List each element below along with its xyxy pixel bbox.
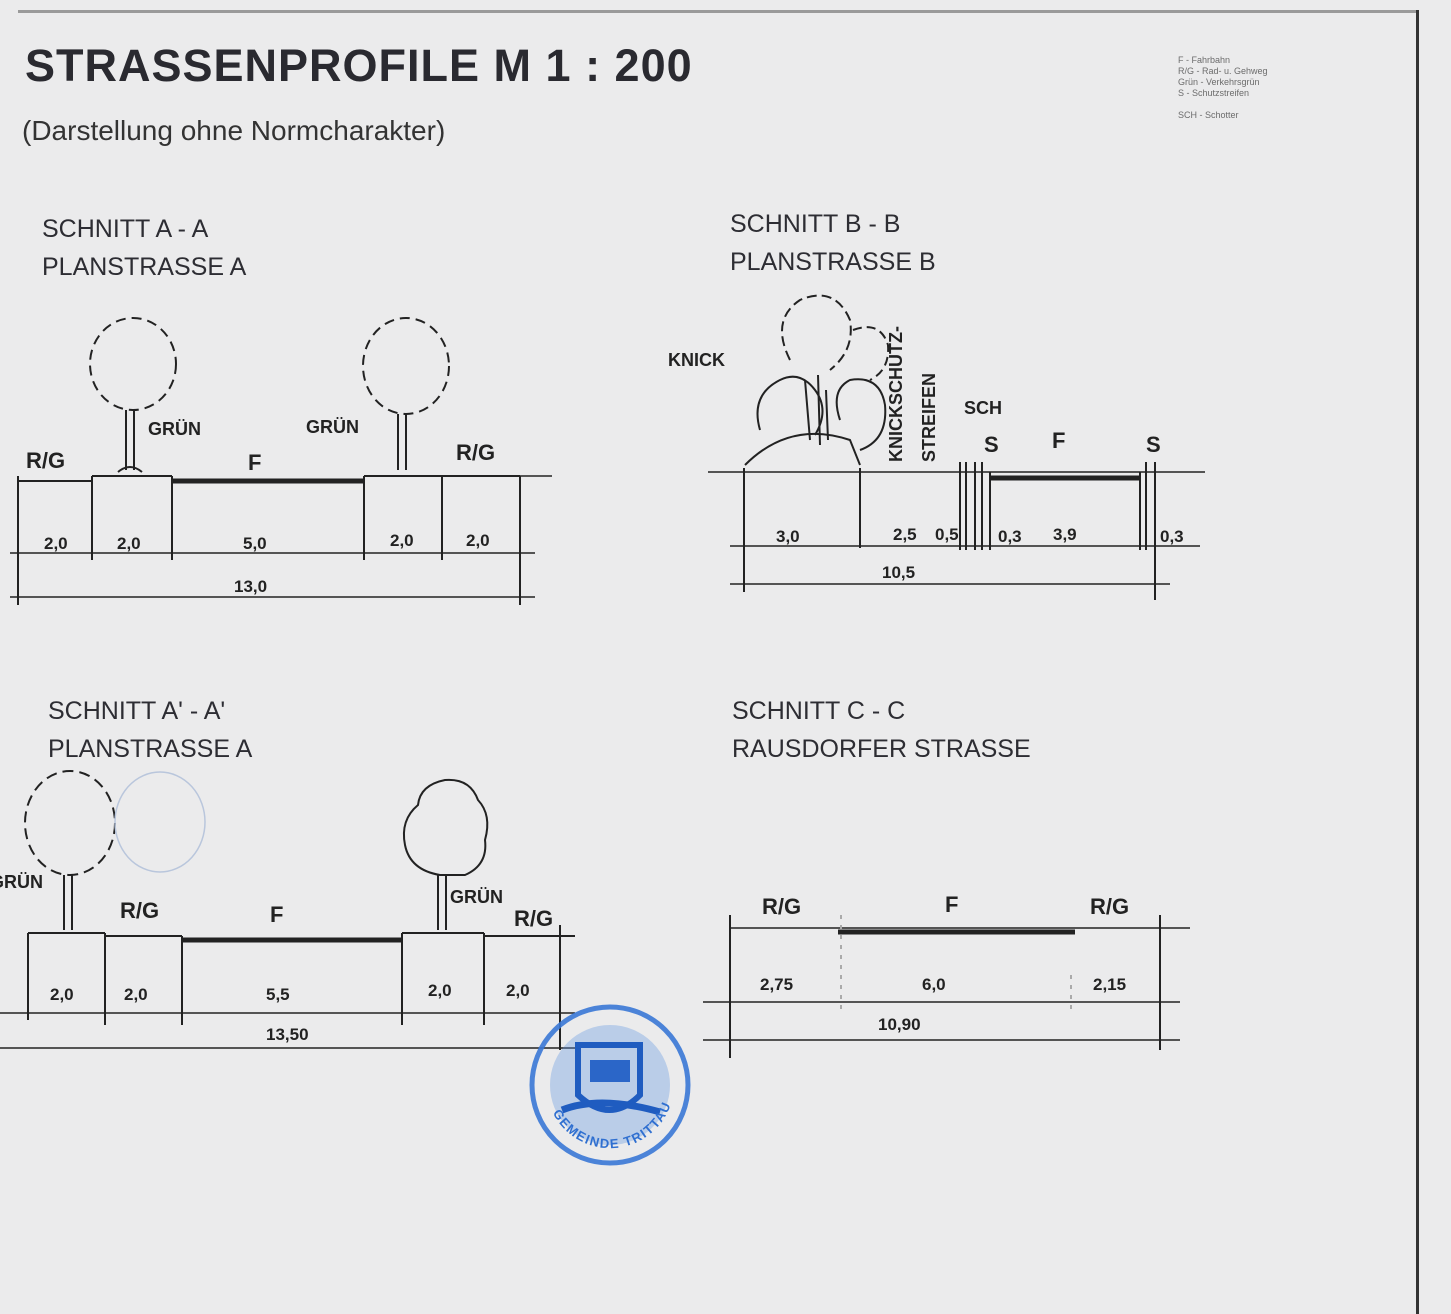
profile-cc	[703, 915, 1190, 1058]
hedge-icon	[744, 294, 890, 466]
profile-a2	[0, 770, 580, 1050]
tree-icon	[402, 778, 489, 876]
label-sch: SCH	[964, 398, 1002, 418]
tree-icon	[362, 317, 450, 415]
dim-value: 2,0	[117, 534, 141, 553]
label-f: F	[945, 892, 958, 917]
dim-value: 3,9	[1053, 525, 1077, 544]
label-f: F	[248, 450, 261, 475]
dim-value: 2,0	[390, 531, 414, 550]
profile-bb	[708, 294, 1205, 600]
label-streifen: STREIFEN	[919, 373, 939, 462]
dim-total: 13,0	[234, 577, 267, 596]
label-rg-right: R/G	[514, 906, 553, 931]
label-rg-left: R/G	[120, 898, 159, 923]
label-s-right: S	[1146, 432, 1161, 457]
legend-line: Grün - Verkehrsgrün	[1178, 77, 1260, 87]
dim-value: 2,0	[124, 985, 148, 1004]
label-knickschutz: KNICKSCHUTZ-	[886, 326, 906, 462]
dim-value: 6,0	[922, 975, 946, 994]
tree-icon	[24, 770, 116, 876]
label-rg-left: R/G	[762, 894, 801, 919]
label-rg-right: R/G	[1090, 894, 1129, 919]
label-knick: KNICK	[668, 350, 725, 370]
dim-value: 2,0	[506, 981, 530, 1000]
frame-right-line	[1416, 10, 1419, 1314]
municipal-seal: GEMEINDE TRITTAU	[529, 1004, 691, 1166]
legend-line: R/G - Rad- u. Gehweg	[1178, 66, 1268, 76]
dim-value: 2,5	[893, 525, 917, 544]
dim-value: 2,0	[44, 534, 68, 553]
label-f: F	[270, 902, 283, 927]
label-gruen-left: GRÜN	[0, 872, 43, 892]
section-bb-street: PLANSTRASSE B	[730, 248, 936, 276]
dim-value: 2,0	[50, 985, 74, 1004]
section-aa-heading: SCHNITT A - A PLANSTRASSE A	[42, 210, 246, 286]
label-gruen-left: GRÜN	[148, 419, 201, 439]
dim-value: 0,3	[998, 527, 1022, 546]
label-f: F	[1052, 428, 1065, 453]
profile-aa	[10, 317, 552, 605]
section-bb-heading: SCHNITT B - B PLANSTRASSE B	[730, 205, 936, 281]
dim-total: 10,90	[878, 1015, 921, 1034]
section-cc-heading: SCHNITT C - C RAUSDORFER STRASSE	[732, 692, 1031, 768]
dim-value: 2,0	[428, 981, 452, 1000]
faded-tree-icon	[114, 771, 206, 873]
dim-total: 10,5	[882, 563, 915, 582]
dim-value: 0,3	[1160, 527, 1184, 546]
dim-value: 2,15	[1093, 975, 1126, 994]
abbreviation-legend: F - Fahrbahn R/G - Rad- u. Gehweg Grün -…	[1178, 55, 1268, 121]
section-bb-title: SCHNITT B - B	[730, 210, 901, 238]
section-a2-street: PLANSTRASSE A	[48, 735, 253, 763]
section-a2-title: SCHNITT A' - A'	[48, 697, 226, 725]
section-aa-title: SCHNITT A - A	[42, 215, 209, 243]
section-cc-street: RAUSDORFER STRASSE	[732, 735, 1031, 763]
dim-value: 2,0	[466, 531, 490, 550]
dim-value: 5,0	[243, 534, 267, 553]
page-title: STRASSENPROFILE M 1 : 200	[25, 40, 693, 91]
dim-total: 13,50	[266, 1025, 309, 1044]
legend-line: S - Schutzstreifen	[1178, 88, 1250, 98]
legend-line: SCH - Schotter	[1178, 110, 1239, 120]
page-subtitle: (Darstellung ohne Normcharakter)	[22, 115, 446, 146]
label-gruen-right: GRÜN	[450, 887, 503, 907]
label-gruen-right: GRÜN	[306, 417, 359, 437]
tree-icon	[89, 317, 177, 411]
dim-value: 2,75	[760, 975, 793, 994]
frame-top-line	[18, 10, 1418, 13]
legend-line: F - Fahrbahn	[1178, 55, 1231, 65]
section-cc-title: SCHNITT C - C	[732, 697, 906, 725]
dim-value: 3,0	[776, 527, 800, 546]
dim-value: 5,5	[266, 985, 290, 1004]
label-s-left: S	[984, 432, 999, 457]
section-a2-heading: SCHNITT A' - A' PLANSTRASSE A	[48, 692, 252, 768]
dim-value: 0,5	[935, 525, 959, 544]
label-rg-left: R/G	[26, 448, 65, 473]
section-aa-street: PLANSTRASSE A	[42, 253, 247, 281]
label-rg-right: R/G	[456, 440, 495, 465]
